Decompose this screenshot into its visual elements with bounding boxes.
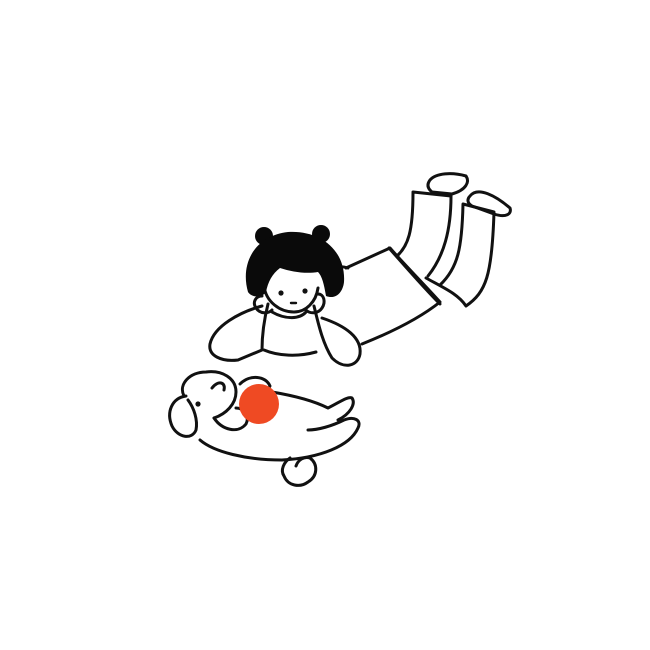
orange-ball <box>239 384 279 424</box>
puppy-eye <box>195 401 201 407</box>
puppy-belly-top <box>270 390 355 422</box>
girl-front-shoe <box>426 172 469 196</box>
girl-back-shoe <box>466 190 512 218</box>
puppy-head <box>181 370 238 420</box>
girl-hair <box>245 231 345 298</box>
girl-back-leg <box>424 202 496 308</box>
girl-face <box>262 284 320 314</box>
puppy-snout <box>210 381 226 392</box>
girl-left-arm <box>208 302 270 362</box>
girl-shorts-hem <box>387 246 442 306</box>
girl-shirt-top <box>270 310 308 320</box>
puppy-figure <box>168 370 361 487</box>
puppy-ear <box>168 394 198 438</box>
girl-left-eye <box>278 290 284 296</box>
puppy-tail <box>280 456 318 487</box>
girl-right-hand <box>304 292 326 315</box>
puppy-body <box>198 416 361 462</box>
girl-figure <box>208 172 512 367</box>
girl-front-leg <box>395 190 453 278</box>
girl-shorts <box>344 246 442 346</box>
girl-left-hand <box>252 294 274 315</box>
girl-shirt <box>262 348 318 357</box>
girl-right-arm <box>312 304 362 367</box>
girl-right-eye <box>302 288 308 294</box>
